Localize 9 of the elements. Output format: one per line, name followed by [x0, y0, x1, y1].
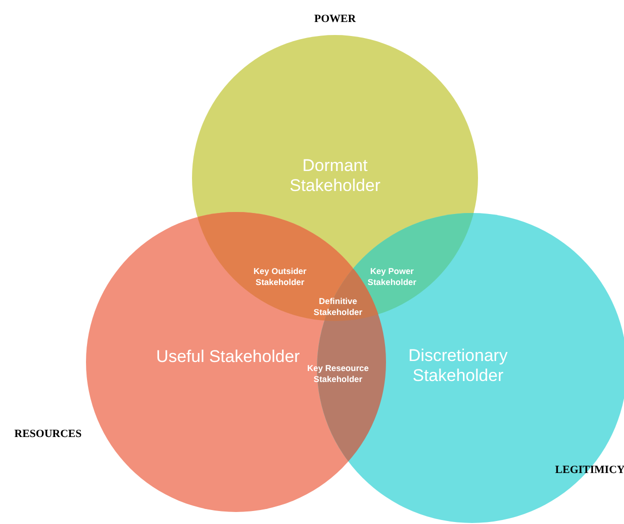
axis-label: RESOURCES	[13, 428, 83, 441]
overlap-label: Definitive Stakeholder	[312, 296, 364, 318]
region-label: Dormant Stakeholder	[288, 156, 382, 196]
region-label: Useful Stakeholder	[155, 347, 301, 367]
overlap-label: Key Outsider Stakeholder	[252, 266, 308, 288]
axis-label: POWER	[313, 13, 357, 26]
region-label: Discretionary Stakeholder	[407, 346, 509, 386]
overlap-label: Key Reseource Stakeholder	[306, 363, 370, 385]
overlap-label: Key Power Stakeholder	[366, 266, 418, 288]
